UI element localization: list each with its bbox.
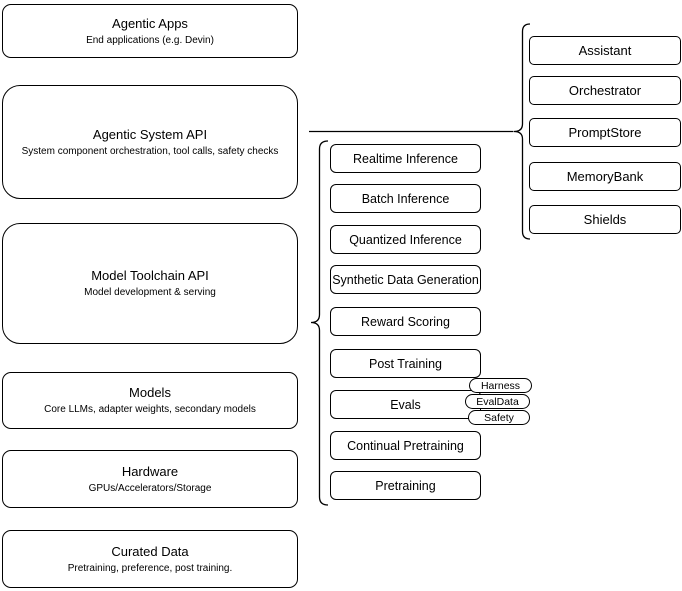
comp-label: Shields	[583, 212, 627, 227]
box-title: Models	[129, 385, 171, 400]
comp-label: Orchestrator	[568, 83, 642, 98]
svc-post-training: Post Training	[330, 349, 481, 378]
comp-shields: Shields	[529, 205, 681, 234]
box-agentic-apps: Agentic Apps End applications (e.g. Devi…	[2, 4, 298, 58]
svc-reward-scoring: Reward Scoring	[330, 307, 481, 336]
box-subtitle: Model development & serving	[84, 287, 216, 298]
svc-label: Pretraining	[375, 478, 436, 493]
svc-label: Evals	[390, 397, 421, 412]
badge-label: Harness	[480, 379, 521, 392]
svc-synthetic-data-generation: Synthetic Data Generation	[330, 265, 481, 294]
box-subtitle: System component orchestration, tool cal…	[21, 145, 279, 157]
box-subtitle: GPUs/Accelerators/Storage	[88, 482, 212, 494]
svc-label: Post Training	[369, 356, 442, 371]
box-subtitle: Pretraining, preference, post training.	[67, 562, 233, 574]
badge-label: Safety	[484, 411, 514, 424]
box-agentic-system-api: Agentic System API System component orch…	[2, 85, 298, 199]
box-curated-data: Curated Data Pretraining, preference, po…	[2, 530, 298, 588]
comp-memorybank: MemoryBank	[529, 162, 681, 191]
box-subtitle: End applications (e.g. Devin)	[86, 34, 214, 46]
box-hardware: Hardware GPUs/Accelerators/Storage	[2, 450, 298, 508]
comp-orchestrator: Orchestrator	[529, 76, 681, 105]
svc-label: Batch Inference	[361, 191, 450, 206]
comp-label: Assistant	[578, 43, 632, 58]
box-title: Model Toolchain API	[91, 268, 209, 283]
svc-label: Synthetic Data Generation	[332, 272, 479, 287]
svc-label: Quantized Inference	[349, 232, 462, 247]
svc-label: Continual Pretraining	[347, 438, 464, 453]
box-title: Agentic System API	[92, 126, 208, 142]
comp-label: MemoryBank	[566, 169, 644, 184]
box-title: Curated Data	[111, 543, 189, 559]
comp-label: PromptStore	[568, 125, 642, 140]
svc-continual-pretraining: Continual Pretraining	[330, 431, 481, 460]
comp-assistant: Assistant	[529, 36, 681, 65]
box-subtitle: Core LLMs, adapter weights, secondary mo…	[44, 404, 256, 415]
comp-promptstore: PromptStore	[529, 118, 681, 147]
badge-label: EvalData	[476, 395, 519, 408]
svc-evals: Evals	[330, 390, 481, 419]
box-models: Models Core LLMs, adapter weights, secon…	[2, 372, 298, 429]
svc-label: Reward Scoring	[361, 314, 450, 329]
box-title: Hardware	[121, 463, 179, 479]
svc-pretraining: Pretraining	[330, 471, 481, 500]
badge-harness: Harness	[469, 378, 532, 393]
box-model-toolchain-api: Model Toolchain API Model development & …	[2, 223, 298, 344]
svc-batch-inference: Batch Inference	[330, 184, 481, 213]
badge-evaldata: EvalData	[465, 394, 530, 409]
svc-realtime-inference: Realtime Inference	[330, 144, 481, 173]
system-components-brace	[513, 23, 531, 240]
svc-label: Realtime Inference	[353, 151, 458, 166]
toolchain-services-brace	[310, 140, 329, 506]
box-title: Agentic Apps	[112, 15, 188, 31]
svc-quantized-inference: Quantized Inference	[330, 225, 481, 254]
badge-safety: Safety	[468, 410, 530, 425]
